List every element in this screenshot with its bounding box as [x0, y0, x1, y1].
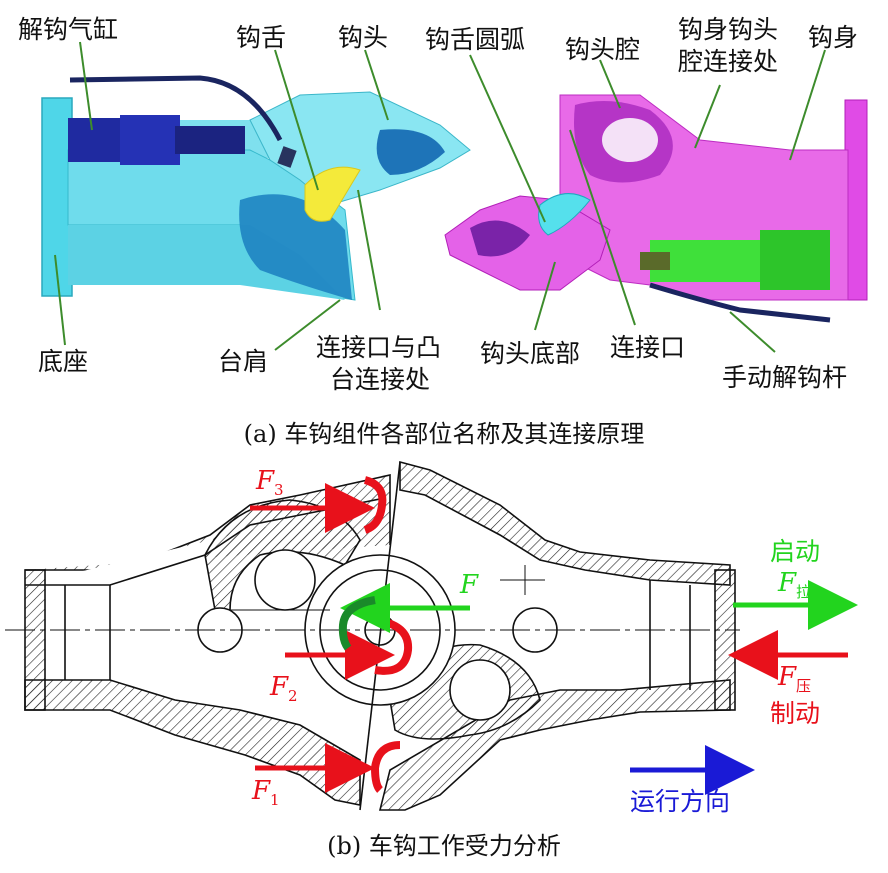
- label-brake: 制动: [770, 699, 821, 728]
- force-f3: F3: [256, 466, 284, 500]
- force-arrows: [250, 476, 858, 795]
- label-hook-tongue: 钩舌: [236, 23, 287, 52]
- label-hook-body: 钩身: [808, 23, 859, 52]
- force-push: F压: [778, 662, 812, 696]
- force-f1: F1: [252, 776, 280, 810]
- caption-a: (a) 车钩组件各部位名称及其连接原理: [243, 420, 645, 448]
- right-coupler: [444, 94, 868, 323]
- force-f2: F2: [270, 672, 298, 706]
- label-head-cavity: 钩头腔: [565, 35, 641, 64]
- label-base: 底座: [38, 347, 89, 376]
- label-port-boss-2: 台连接处: [330, 365, 431, 394]
- label-hook-head: 钩头: [338, 23, 389, 52]
- force-f: F: [460, 570, 479, 600]
- label-tongue-arc: 钩舌圆弧: [425, 25, 526, 54]
- leader-lines: [54, 41, 826, 353]
- label-release-cylinder: 解钩气缸: [18, 15, 119, 44]
- label-body-head-joint-1: 钩身钩头: [678, 15, 779, 44]
- label-shoulder: 台肩: [218, 347, 269, 376]
- force-pull: F拉: [778, 568, 812, 602]
- label-body-head-joint-2: 腔连接处: [678, 47, 779, 76]
- label-start: 启动: [770, 537, 821, 566]
- label-port: 连接口: [610, 333, 686, 362]
- caption-b: (b) 车钩工作受力分析: [327, 832, 561, 860]
- label-port-boss-1: 连接口与凸: [316, 333, 442, 362]
- label-manual-lever: 手动解钩杆: [722, 363, 848, 392]
- label-head-bottom: 钩头底部: [480, 339, 581, 368]
- label-direction: 运行方向: [630, 787, 731, 816]
- left-coupler: [41, 75, 471, 301]
- coupler-illustration: [41, 41, 868, 353]
